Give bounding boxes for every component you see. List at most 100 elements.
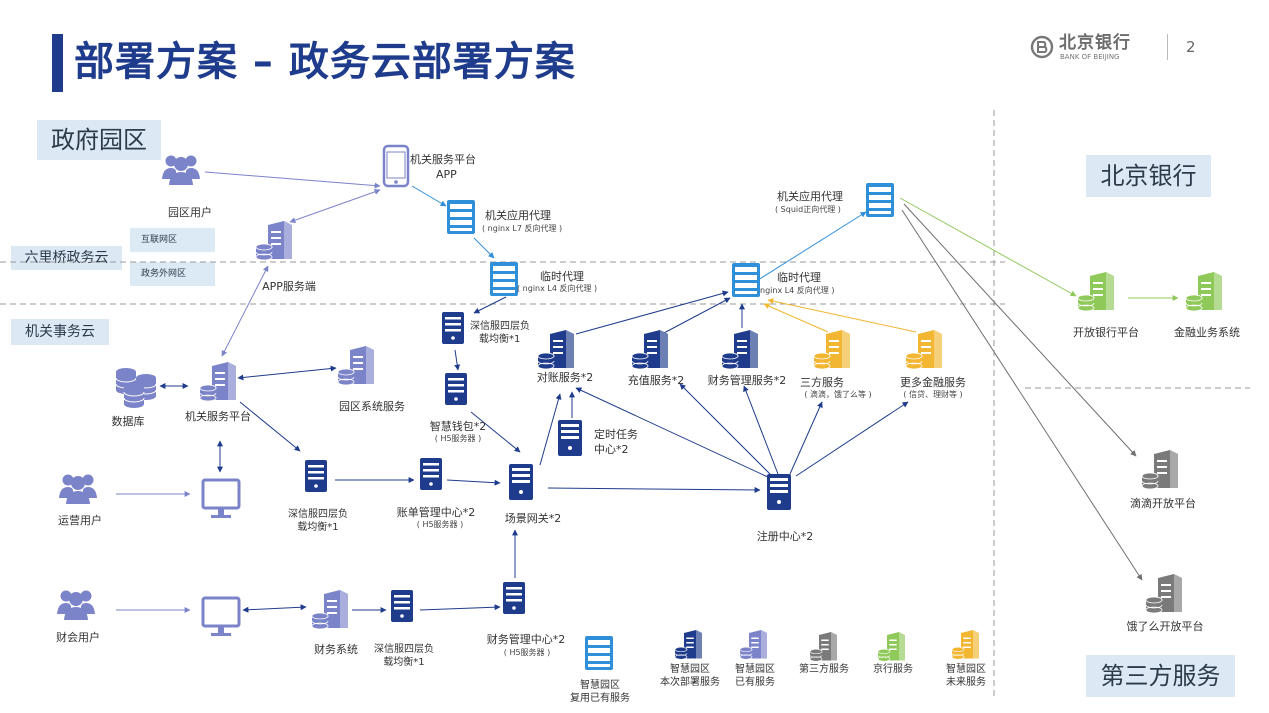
label-app-proxy: 机关应用代理: [485, 209, 551, 222]
legend-label-2a: 智慧园区: [735, 664, 775, 675]
label-lb-mid-1: 深信服四层负: [288, 509, 348, 520]
bank-proxy-icon: [866, 183, 894, 217]
reconcile-service-icon: [537, 329, 575, 370]
label-bill: 账单管理中心*2: [396, 506, 476, 519]
label-lb-bot-2: 载均衡*1: [383, 657, 425, 668]
legend-label-1a: 智慧园区: [670, 664, 710, 675]
temp-proxy-icon: [490, 262, 518, 296]
title-accent-bar: [52, 34, 63, 92]
legend-icon: [674, 629, 703, 660]
third-service-icon: [813, 329, 851, 370]
legend-label-4a: 京行服务: [873, 664, 913, 675]
zone-govnet: 政务外网区: [130, 262, 215, 286]
label-recharge: 充值服务*2: [627, 374, 685, 387]
connector-lines: [116, 171, 1179, 613]
label-finance-center-sub: ( H5服务器 ): [503, 648, 551, 657]
load-balancer-icon: [391, 590, 413, 622]
label-app-proxy-sub: ( nginx L7 反向代理 ): [482, 224, 563, 233]
label-didi: 滴滴开放平台: [1130, 497, 1196, 510]
legend-label-1b: 本次部署服务: [660, 677, 720, 688]
temp-proxy-icon: [732, 263, 760, 297]
wallet-server-icon: [445, 373, 467, 405]
finance-center-icon: [503, 582, 525, 614]
eleme-platform-icon: [1145, 573, 1183, 614]
legend-icon: [739, 629, 768, 660]
open-bank-icon: [1077, 271, 1115, 312]
park-user-icon: [162, 155, 200, 185]
didi-platform-icon: [1141, 449, 1179, 490]
proxy-server-icon: [447, 200, 475, 234]
label-finance-system: 财务系统: [314, 643, 358, 656]
region-third-party: 第三方服务: [1086, 655, 1235, 697]
label-bank-proxy-sub: ( Squid正向代理 ): [775, 205, 841, 214]
label-service-platform: 机关服务平台: [185, 410, 251, 423]
label-app-platform-sub: APP: [436, 168, 457, 181]
label-lb-bot-1: 深信服四层负: [374, 644, 434, 655]
logo-en: BANK OF BEIJING: [1060, 53, 1120, 61]
legend-label-3a: 第三方服务: [799, 664, 849, 675]
page-title: 部署方案 – 政务云部署方案: [74, 39, 576, 85]
label-temp-proxy1: 临时代理: [540, 270, 584, 283]
label-reuse-2: 复用已有服务: [570, 693, 630, 704]
legend-icon: [951, 629, 980, 660]
label-temp-proxy2-sub: nginx L4 反向代理 ): [760, 286, 835, 295]
zone-internet: 互联网区: [130, 228, 215, 252]
park-system-icon: [337, 345, 375, 386]
label-eleme: 饿了么开放平台: [1126, 620, 1204, 633]
label-finance-biz: 金融业务系统: [1174, 326, 1240, 339]
app-server-icon: [255, 220, 293, 261]
bill-server-icon: [420, 458, 442, 490]
legend-label-2b: 已有服务: [735, 677, 775, 688]
label-wallet: 智慧钱包*2: [429, 420, 487, 433]
label-reconcile: 对账服务*2: [536, 371, 594, 384]
page-number: 2: [1186, 38, 1196, 56]
label-third-service-sub: ( 滴滴，饿了么等 ): [804, 390, 872, 399]
label-app-platform: 机关服务平台: [410, 153, 476, 166]
legend-icon: [877, 631, 906, 662]
label-bill-sub: ( H5服务器 ): [416, 520, 464, 529]
label-temp-proxy1-sub: ( nginx L4 反向代理 ): [517, 284, 598, 293]
monitor-icon: [201, 478, 241, 520]
label-lb-mid-2: 载均衡*1: [297, 522, 339, 533]
logo-divider: [1167, 34, 1168, 60]
reuse-service-icon: [585, 636, 613, 670]
finance-user-icon: [57, 590, 95, 620]
bank-logo-icon: [1030, 35, 1054, 59]
label-wallet-sub: ( H5服务器 ): [434, 434, 482, 443]
label-registry: 注册中心*2: [756, 530, 814, 543]
label-finance-mgmt: 财务管理服务*2: [707, 374, 787, 387]
legend-label-5a: 智慧园区: [946, 664, 986, 675]
finance-mgmt-icon: [721, 329, 759, 370]
label-temp-proxy2: 临时代理: [777, 271, 821, 284]
region-gov-park: 政府园区: [37, 120, 161, 160]
load-balancer-icon: [305, 460, 327, 492]
label-gateway: 场景网关*2: [504, 512, 562, 525]
monitor-icon: [201, 596, 241, 638]
label-third-service: 三方服务: [800, 376, 844, 389]
legend-label-5b: 未来服务: [946, 677, 986, 688]
recharge-service-icon: [631, 329, 669, 370]
finance-biz-icon: [1185, 271, 1223, 312]
timer-center-icon: [558, 420, 582, 456]
label-more-finance-sub: ( 信贷、理财等 ): [903, 390, 963, 399]
database-icon: [115, 367, 157, 409]
finance-system-icon: [311, 589, 349, 630]
logo-cn: 北京银行: [1059, 33, 1131, 53]
label-ops-user: 运营用户: [58, 514, 102, 527]
label-app-server: APP服务端: [262, 280, 316, 293]
label-lb-top-1: 深信服四层负: [470, 321, 530, 332]
ops-user-icon: [59, 474, 97, 504]
label-lb-top-2: 载均衡*1: [479, 334, 521, 345]
label-bank-proxy: 机关应用代理: [777, 190, 843, 203]
label-more-finance: 更多金融服务: [900, 376, 966, 389]
load-balancer-icon: [442, 312, 464, 344]
label-timer-1: 定时任务: [594, 428, 638, 441]
region-jiguan-cloud: 机关事务云: [11, 319, 109, 345]
label-finance-user: 财会用户: [56, 631, 100, 644]
label-reuse-1: 智慧园区: [580, 680, 620, 691]
label-park-user: 园区用户: [168, 206, 212, 219]
more-finance-icon: [905, 329, 943, 370]
label-finance-center: 财务管理中心*2: [486, 633, 566, 646]
